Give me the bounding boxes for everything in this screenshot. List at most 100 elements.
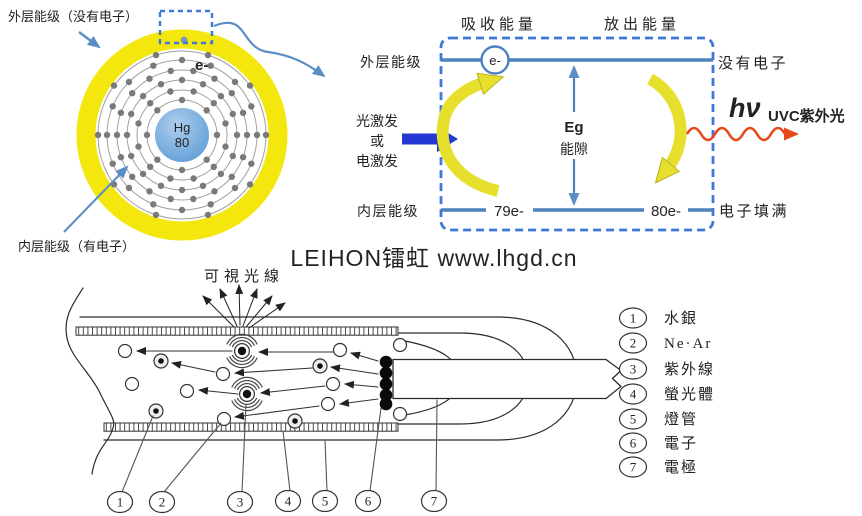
electron-dot <box>157 81 165 88</box>
electron-dot <box>239 109 247 117</box>
electrode-stem <box>392 358 623 400</box>
legend-circle <box>618 456 648 478</box>
electron-collision-arrows <box>136 347 379 420</box>
electron-dot <box>128 110 135 118</box>
legend-label: 螢光體 <box>664 386 715 403</box>
electron-dot <box>123 131 131 139</box>
electron-dot <box>190 67 197 75</box>
gas-atom <box>392 406 408 422</box>
filled-label: 电子填满 <box>719 203 789 220</box>
callout-circle <box>106 490 134 514</box>
electron-dot <box>125 184 133 192</box>
visible-light-arrow <box>242 288 258 327</box>
no-electron-label: 没有电子 <box>718 55 788 72</box>
eg-gap-label: 能隙 <box>560 141 588 157</box>
electron-ball <box>379 366 393 380</box>
uv-emission-bursts <box>226 333 263 412</box>
electron-dot <box>228 90 235 97</box>
inner-count-left: 79e- <box>494 203 524 220</box>
legend-label: 紫外線 <box>664 361 715 378</box>
callout-leader <box>163 422 222 493</box>
electron-dot <box>229 110 236 118</box>
electron-shells <box>94 50 270 220</box>
outer-shell-pointer-arrow <box>78 31 101 49</box>
shell-orbit <box>136 89 228 181</box>
electrode-electrons <box>379 355 393 411</box>
electron-dot <box>147 163 154 170</box>
electron-dot <box>217 92 225 100</box>
excitation-line-1: 光激发 <box>356 113 398 129</box>
excited-electron-dot <box>180 36 188 44</box>
electron-dot <box>167 175 174 182</box>
uv-burst-arc <box>231 340 253 348</box>
electron-dot <box>246 181 254 188</box>
nucleus-symbol: Hg <box>174 120 191 135</box>
uv-burst-arc <box>231 400 263 412</box>
phosphor-band-bottom <box>103 422 399 432</box>
electron-dot <box>210 163 217 170</box>
electron-dot <box>203 156 210 163</box>
uv-burst-arc <box>226 357 258 369</box>
gas-atom <box>215 366 231 382</box>
excitation-line-3: 电激发 <box>356 153 398 169</box>
tube-break-line <box>65 287 115 475</box>
electron-path-arrow <box>339 398 379 407</box>
electron-dot <box>217 170 225 178</box>
callout-number: 3 <box>237 495 244 510</box>
electron-dot <box>117 154 125 161</box>
electron-circle <box>480 45 510 75</box>
callout-circle <box>354 489 382 513</box>
atom-electron-label: e- <box>195 57 208 74</box>
mercury-atom-diagram: Hg 80 e- 外层能级（没有电子） 内层能级（有电子） <box>8 9 326 254</box>
uv-burst-arc <box>229 356 255 366</box>
electron-dot <box>199 81 207 88</box>
electron-dot <box>146 75 153 82</box>
electron-dot <box>178 56 186 64</box>
electron-dot <box>204 51 212 59</box>
electron-dot <box>117 109 125 117</box>
electron-dot <box>103 131 111 139</box>
legend-circle <box>618 408 648 430</box>
electron-dot <box>139 170 147 178</box>
legend-label: Ne·Ar <box>664 336 712 352</box>
visible-light-rays <box>202 284 286 329</box>
release-energy-label: 放出能量 <box>604 16 680 33</box>
electron-dot <box>222 143 229 150</box>
mercury-atom-core <box>153 408 159 414</box>
electron-ball <box>379 388 393 402</box>
gas-atom <box>216 411 232 427</box>
legend-number: 5 <box>630 412 637 427</box>
callout-circle <box>311 489 339 513</box>
visible-light-arrow <box>245 295 273 328</box>
electron-dot <box>228 173 235 180</box>
zoom-curve-arrow <box>213 21 326 78</box>
gas-atom <box>392 337 408 353</box>
electron-dot <box>135 120 142 127</box>
nucleus-number: 80 <box>175 135 189 150</box>
electron-dot <box>222 120 229 127</box>
release-curved-arrow <box>646 73 687 169</box>
outer-level-label: 外层能级 <box>360 54 422 70</box>
callout-leader <box>435 399 438 492</box>
electron-dot <box>152 51 160 59</box>
excited-region-box <box>158 9 214 45</box>
callout-number: 7 <box>431 494 438 509</box>
uv-burst-core <box>237 346 247 356</box>
electron-dot <box>110 82 118 89</box>
electron-dot <box>167 88 174 95</box>
visible-light-arrow <box>202 295 235 328</box>
mercury-atom-core <box>317 363 323 369</box>
gas-atom <box>325 376 341 392</box>
visible-light-arrow <box>248 302 286 329</box>
electron-path-arrow <box>198 386 239 395</box>
electron-dot <box>178 76 186 84</box>
electron-dot <box>207 201 214 208</box>
electron-dot <box>113 131 121 139</box>
count-left-bg <box>486 201 533 219</box>
electron-dot <box>246 82 254 89</box>
electron-dot <box>231 78 239 86</box>
absorb-energy-label: 吸收能量 <box>461 16 537 33</box>
electron-path-arrow <box>171 360 216 373</box>
